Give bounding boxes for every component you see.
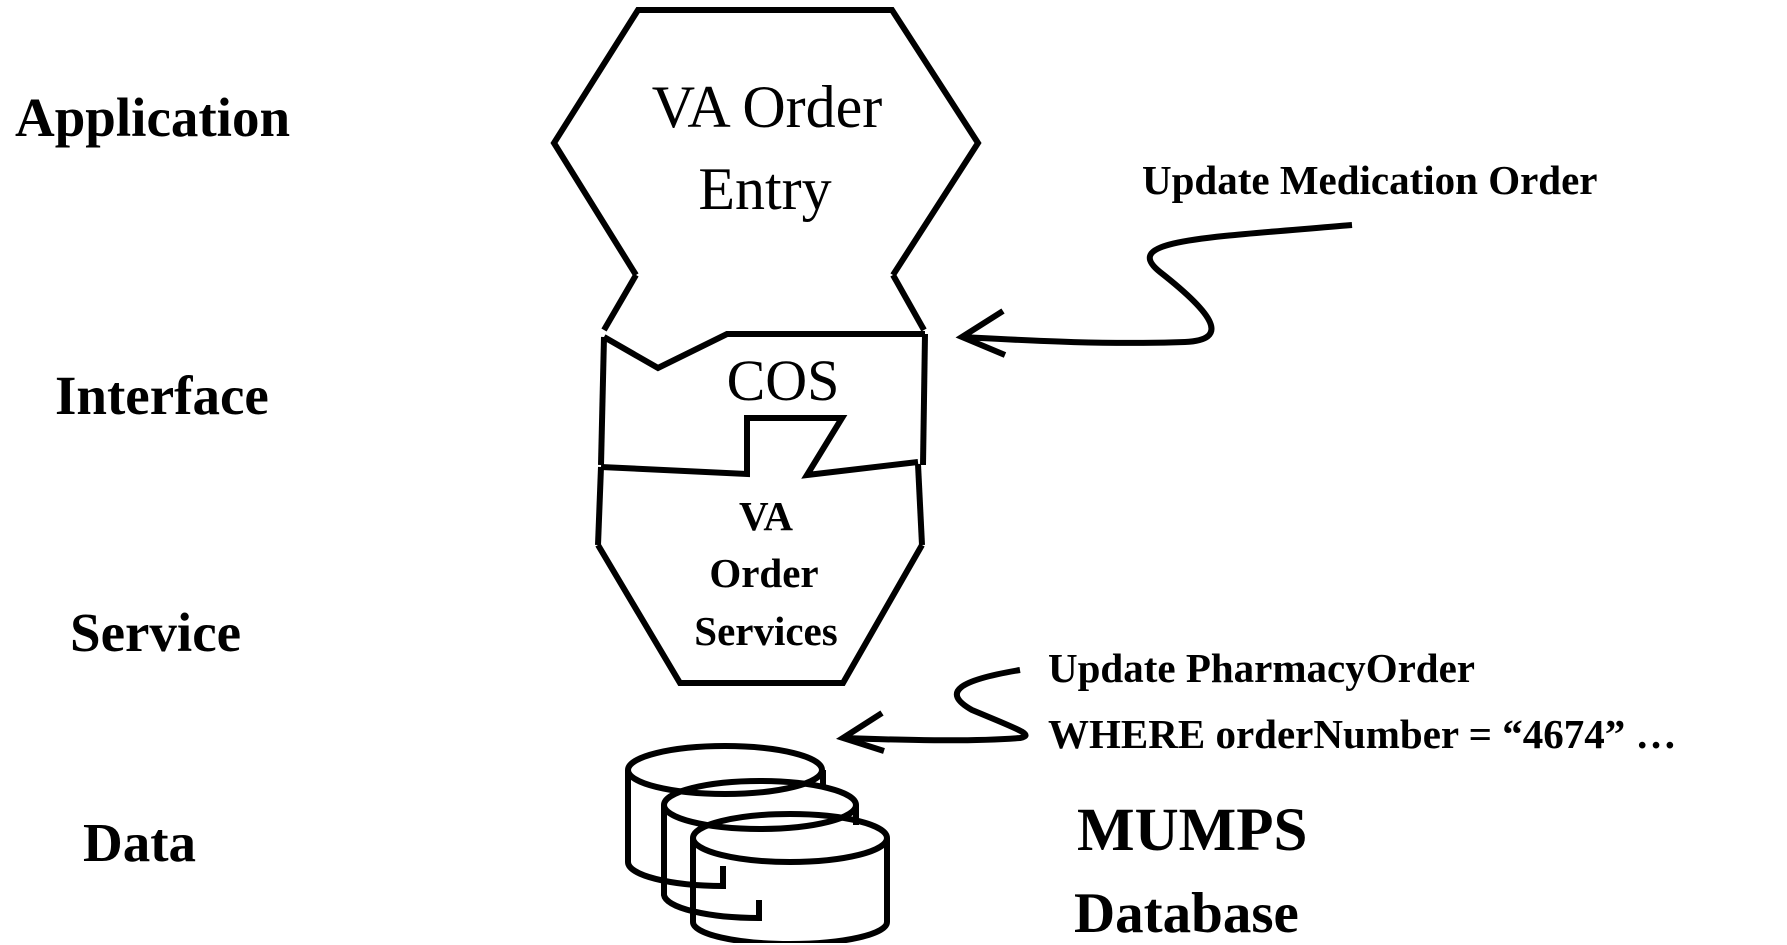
order-entry-left-stub [601, 273, 639, 332]
annotation-update-pharmacy-order: Update PharmacyOrder [1048, 645, 1475, 691]
annotation-update-medication-order: Update Medication Order [1142, 157, 1598, 203]
cos-top-edge [602, 331, 925, 372]
cos-services-divider [600, 415, 919, 479]
annotation-where-order-number: WHERE orderNumber = “4674” … [1048, 711, 1677, 757]
cos-left-edge [598, 336, 607, 466]
order-services-label-line2: Order [709, 550, 818, 596]
layer-label-service: Service [70, 602, 242, 663]
order-services-left-edge [595, 466, 604, 546]
pharmacy-arrowhead [835, 710, 885, 754]
cos-right-edge [920, 333, 928, 466]
database-label-line2: Database [1074, 882, 1299, 945]
order-entry-hexagon-shape [550, 7, 982, 277]
order-services-bottom-shape [595, 543, 925, 686]
medication-arrow-line [961, 222, 1353, 346]
database-label-line1: MUMPS [1077, 797, 1308, 864]
layer-label-data: Data [83, 812, 197, 873]
medication-arrowhead [955, 308, 1007, 358]
order-services-label-line1: VA [739, 493, 793, 539]
order-entry-right-stub [890, 273, 927, 332]
database-cylinders-icon [625, 743, 890, 943]
layer-label-interface: Interface [55, 365, 269, 426]
cos-label: COS [727, 348, 840, 413]
order-services-right-edge [915, 463, 925, 546]
order-services-label-line3: Services [694, 608, 837, 654]
order-entry-label-line2: Entry [698, 156, 831, 222]
layer-label-application: Application [15, 87, 291, 148]
pharmacy-arrow-line [842, 667, 1029, 744]
order-entry-label-line1: VA Order [652, 74, 883, 140]
